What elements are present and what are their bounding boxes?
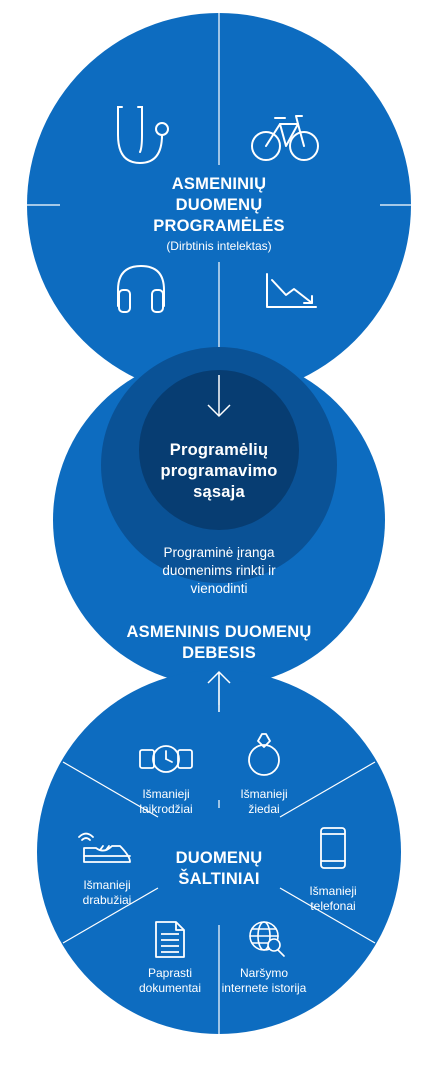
smart-shoe-icon	[78, 832, 131, 863]
declining-chart-icon	[266, 273, 317, 308]
source-label: telefonai	[310, 899, 356, 913]
personal-data-apps-title: ASMENINIŲ DUOMENŲ PROGRAMĖLĖS	[119, 174, 319, 237]
source-label: Išmanieji	[83, 878, 131, 892]
source-label: laikrodžiai	[139, 802, 193, 816]
smartphone-icon	[320, 827, 346, 869]
title-line: ASMENINIŲ	[171, 175, 267, 193]
document-icon	[155, 921, 185, 958]
title-line: ŠALTINIAI	[178, 870, 260, 888]
personal-data-apps-subtitle: (Dirbtinis intelektas)	[166, 239, 272, 253]
source-label: drabužiai	[82, 893, 132, 907]
title-line: DUOMENŲ	[175, 849, 263, 867]
personal-data-cloud-circle	[53, 347, 385, 686]
title-line: DUOMENŲ	[175, 196, 263, 214]
source-label: Naršymo	[239, 966, 288, 980]
source-smart-clothing: Išmanieji drabužiai	[62, 878, 152, 908]
source-browsing-history: Naršymo internete istorija	[209, 966, 319, 996]
source-label: Išmanieji	[240, 787, 288, 801]
source-label: Paprasti	[147, 966, 193, 980]
cloud-line: DEBESIS	[182, 644, 256, 662]
collection-software-label: Programinė įranga duomenims rinkti ir vi…	[129, 544, 309, 598]
source-label: internete istorija	[221, 981, 307, 995]
headphones-icon	[117, 264, 165, 313]
cloud-line: ASMENINIS DUOMENŲ	[126, 623, 312, 641]
software-line: vienodinti	[190, 581, 248, 596]
source-smart-watches: Išmanieji laikrodžiai	[116, 787, 216, 817]
title-line: PROGRAMĖLĖS	[153, 217, 285, 235]
personal-data-cloud-title: ASMENINIS DUOMENŲ DEBESIS	[99, 622, 339, 664]
api-line: programavimo	[160, 462, 278, 480]
source-label: dokumentai	[138, 981, 202, 995]
source-smart-phones: Išmanieji telefonai	[290, 884, 376, 914]
smartwatch-icon	[139, 745, 193, 773]
arrow-down-icon	[207, 375, 231, 418]
bicycle-icon	[251, 115, 319, 161]
ring-icon	[248, 733, 280, 776]
personal-data-apps-circle	[27, 13, 411, 397]
api-line: sąsaja	[193, 483, 245, 501]
source-label: žiedai	[248, 802, 280, 816]
api-line: Programėlių	[169, 441, 269, 459]
source-label: Išmanieji	[142, 787, 190, 801]
web-search-icon	[249, 921, 285, 957]
source-smart-rings: Išmanieji žiedai	[219, 787, 309, 817]
stethoscope-icon	[117, 106, 169, 165]
software-line: duomenims rinkti ir	[162, 563, 276, 578]
data-sources-title: DUOMENŲ ŠALTINIAI	[159, 848, 279, 890]
source-label: Išmanieji	[309, 884, 357, 898]
api-label: Programėlių programavimo sąsaja	[139, 440, 299, 503]
arrow-up-icon	[207, 670, 231, 712]
source-documents: Paprasti dokumentai	[120, 966, 220, 996]
software-line: Programinė įranga	[163, 545, 275, 560]
